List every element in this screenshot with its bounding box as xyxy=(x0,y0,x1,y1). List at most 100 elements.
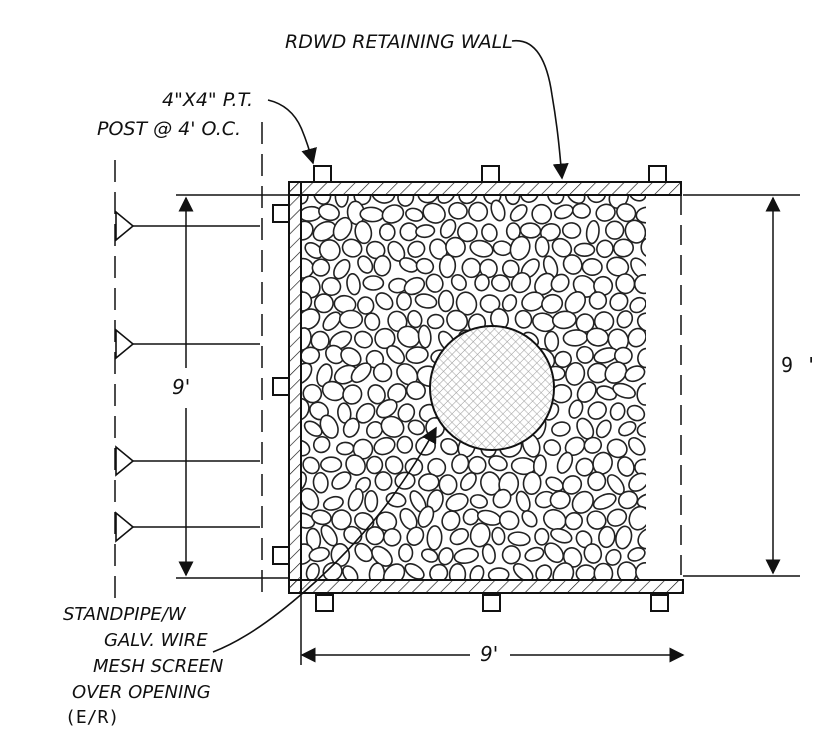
stone xyxy=(386,345,406,365)
stone xyxy=(356,296,375,315)
stone xyxy=(308,546,330,563)
stone xyxy=(406,526,425,546)
stone xyxy=(613,238,634,258)
stone xyxy=(521,291,545,312)
stone xyxy=(404,563,425,580)
stone xyxy=(598,525,616,549)
stone xyxy=(637,527,646,550)
stone xyxy=(422,202,446,224)
stone xyxy=(637,347,646,369)
stone xyxy=(501,259,520,278)
stone xyxy=(396,291,412,311)
stone xyxy=(355,402,376,424)
stone xyxy=(605,548,622,566)
stone xyxy=(551,237,573,258)
stone xyxy=(385,491,407,508)
stone xyxy=(469,522,491,548)
stone xyxy=(405,207,424,222)
stone xyxy=(445,236,466,258)
stone xyxy=(301,220,314,241)
stone xyxy=(380,415,405,438)
stone xyxy=(394,471,416,490)
stone xyxy=(342,417,360,438)
stone xyxy=(616,203,637,223)
stone xyxy=(301,291,313,312)
stone xyxy=(302,456,320,475)
stone xyxy=(636,382,646,406)
stone xyxy=(554,350,572,369)
post-left-3 xyxy=(272,546,290,565)
stone xyxy=(362,275,385,291)
stone xyxy=(562,547,583,568)
stone xyxy=(342,384,363,405)
stone xyxy=(573,242,596,258)
stone xyxy=(612,382,636,399)
posts xyxy=(272,165,669,612)
stone xyxy=(576,345,594,364)
post-bottom-3 xyxy=(650,594,669,612)
standpipe-label-line2: GALV. WIRE xyxy=(104,630,208,651)
stone xyxy=(543,542,565,564)
stone xyxy=(549,490,571,510)
stone xyxy=(301,543,314,565)
stone xyxy=(627,547,646,562)
section-marker-2 xyxy=(115,328,135,360)
stone xyxy=(606,508,628,527)
stone xyxy=(615,525,633,550)
stone xyxy=(481,543,496,565)
stone xyxy=(365,240,386,260)
stone xyxy=(507,531,531,547)
stone xyxy=(350,362,372,384)
stone xyxy=(541,293,564,314)
stone xyxy=(399,222,419,242)
stone xyxy=(375,292,394,311)
post-leader xyxy=(267,99,317,165)
stone xyxy=(624,365,646,383)
stone xyxy=(441,510,461,531)
stone xyxy=(550,528,573,544)
stone xyxy=(414,293,438,309)
stone xyxy=(338,309,364,329)
stone xyxy=(551,421,571,437)
stone xyxy=(498,510,520,531)
standpipe-label-line4: OVER OPENING xyxy=(72,682,211,703)
stone xyxy=(474,273,490,292)
stone xyxy=(449,527,470,546)
post-bottom-2 xyxy=(482,594,501,612)
stone xyxy=(490,274,511,292)
stone xyxy=(425,273,444,293)
stone xyxy=(445,492,469,512)
dimension-bottom-label: 9' xyxy=(480,642,498,666)
stone xyxy=(630,257,646,280)
stone xyxy=(571,490,594,514)
stone xyxy=(301,397,310,422)
stone xyxy=(592,493,617,510)
stone xyxy=(319,414,339,439)
stone xyxy=(373,436,396,456)
stone xyxy=(551,310,577,330)
stone xyxy=(332,216,353,241)
post-top-1 xyxy=(313,165,332,183)
stone xyxy=(587,471,607,492)
stone xyxy=(301,471,308,492)
stone xyxy=(341,238,363,258)
section-marker-4 xyxy=(115,511,135,543)
section-marker-1 xyxy=(115,210,135,242)
stone xyxy=(492,488,512,509)
stone xyxy=(490,199,506,222)
stone xyxy=(320,456,343,473)
stone xyxy=(396,435,414,454)
stone xyxy=(301,308,321,330)
stone xyxy=(322,311,342,332)
stone xyxy=(605,220,625,240)
stone xyxy=(345,454,366,476)
stone xyxy=(583,436,603,454)
stone xyxy=(628,436,646,456)
stone xyxy=(640,237,646,258)
stone xyxy=(312,471,329,494)
standpipe-label-line3: MESH SCREEN xyxy=(93,656,223,677)
stone xyxy=(333,258,351,280)
stone xyxy=(606,438,628,459)
stone xyxy=(509,235,531,261)
stone xyxy=(617,490,639,510)
